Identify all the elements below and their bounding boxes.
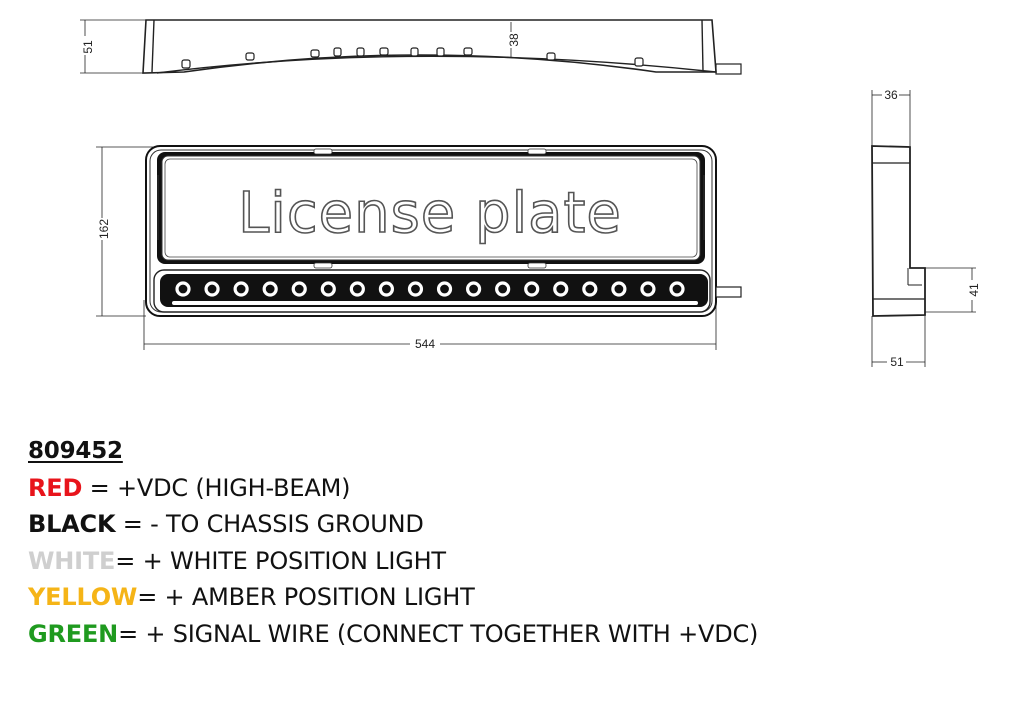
- dim-front-height: 162: [97, 219, 111, 239]
- wire-color-name: YELLOW: [28, 583, 138, 611]
- wire-row-green: GREEN= + SIGNAL WIRE (CONNECT TOGETHER W…: [28, 616, 758, 653]
- led-light: [553, 281, 569, 297]
- dim-top-height: 51: [81, 40, 95, 54]
- dim-side-bottom-depth: 51: [890, 355, 904, 369]
- wire-description: +VDC (HIGH-BEAM): [116, 473, 351, 502]
- led-light: [378, 281, 395, 297]
- wire-separator: =: [115, 510, 151, 538]
- led-light: [204, 281, 220, 297]
- wiring-legend: 809452 RED = +VDC (HIGH-BEAM)BLACK = - T…: [28, 432, 758, 652]
- dim-top-center-height: 38: [507, 33, 521, 47]
- top-view: [80, 19, 742, 75]
- led-row: [175, 281, 685, 297]
- wire-separator: =: [118, 619, 146, 648]
- technical-drawing: 51 38 License plate: [80, 19, 981, 369]
- led-light: [495, 281, 511, 297]
- led-light: [262, 281, 278, 297]
- wire-list: RED = +VDC (HIGH-BEAM)BLACK = - TO CHASS…: [28, 470, 758, 653]
- wire-separator: =: [137, 583, 165, 611]
- wire-color-name: WHITE: [28, 546, 116, 575]
- wire-description: - TO CHASSIS GROUND: [150, 510, 424, 538]
- led-light: [465, 281, 482, 297]
- led-light: [436, 281, 453, 297]
- part-number: 809452: [28, 438, 123, 464]
- wire-description: + WHITE POSITION LIGHT: [142, 546, 446, 575]
- led-light: [233, 281, 249, 297]
- wire-row-black: BLACK = - TO CHASSIS GROUND: [28, 506, 758, 543]
- wire-row-red: RED = +VDC (HIGH-BEAM): [28, 470, 758, 507]
- led-light: [524, 281, 540, 297]
- wire-separator: =: [115, 546, 143, 575]
- led-light: [640, 281, 656, 297]
- front-view: License plate: [96, 145, 742, 350]
- led-light: [175, 281, 191, 297]
- led-light: [291, 281, 307, 297]
- wire-description: + AMBER POSITION LIGHT: [164, 583, 475, 611]
- plate-label: License plate: [238, 181, 622, 246]
- led-light: [611, 281, 627, 297]
- led-light: [669, 281, 685, 297]
- dim-front-width: 544: [415, 337, 435, 351]
- led-light: [582, 281, 598, 297]
- side-view: [871, 90, 976, 367]
- led-light: [320, 281, 336, 297]
- dim-side-top-depth: 36: [884, 88, 898, 102]
- wire-color-name: BLACK: [28, 510, 116, 538]
- wire-color-name: GREEN: [28, 619, 119, 648]
- led-light: [349, 281, 365, 297]
- dim-side-lower-height: 41: [967, 283, 981, 297]
- wire-separator: =: [82, 473, 117, 502]
- wire-color-name: RED: [28, 473, 83, 502]
- led-light: [407, 281, 424, 297]
- wire-row-white: WHITE= + WHITE POSITION LIGHT: [28, 543, 758, 580]
- wire-description: + SIGNAL WIRE (CONNECT TOGETHER WITH +VD…: [145, 619, 759, 648]
- wire-row-yellow: YELLOW= + AMBER POSITION LIGHT: [28, 579, 758, 616]
